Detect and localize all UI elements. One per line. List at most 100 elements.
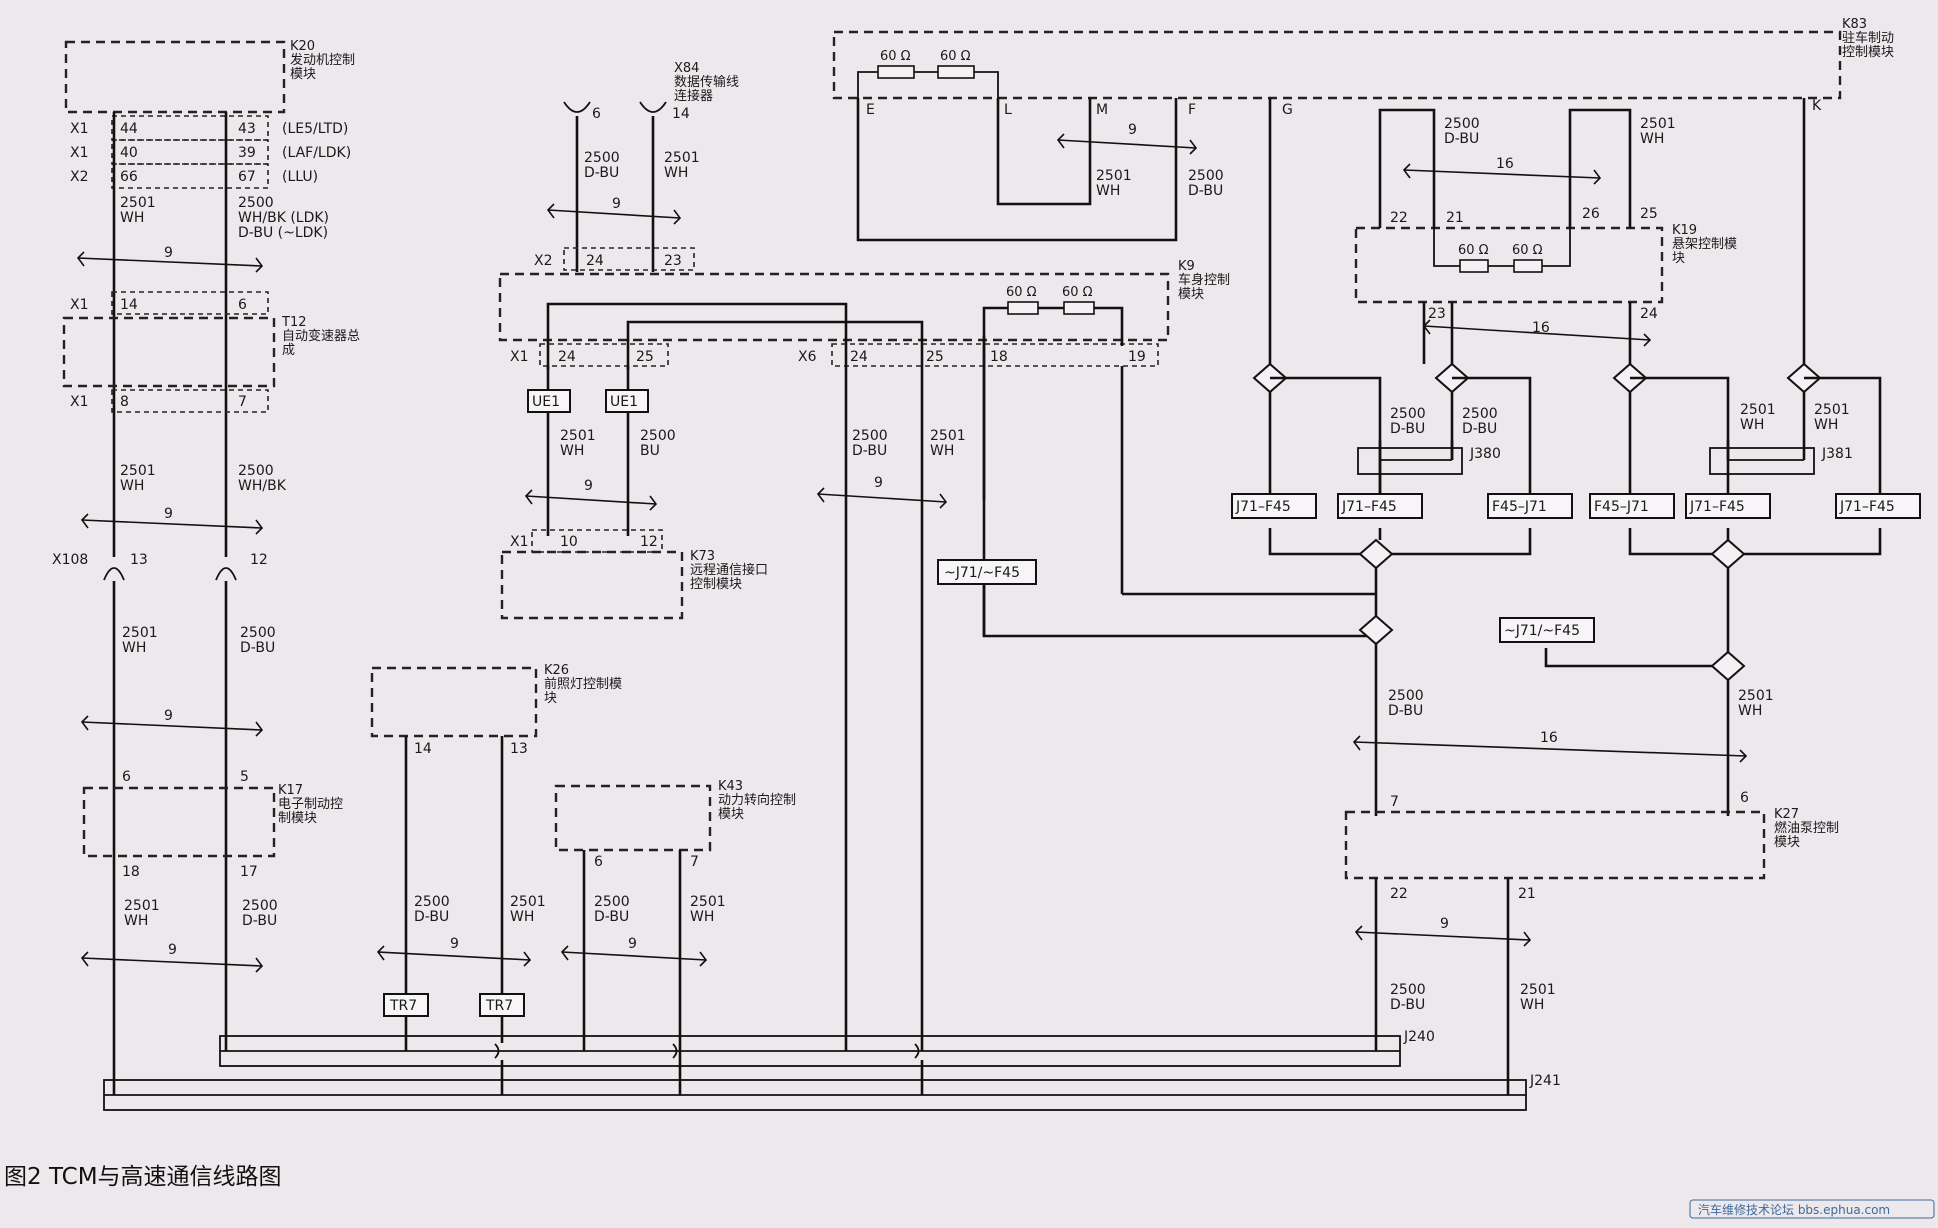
tr7-splice: TR7 TR7 — [383, 993, 525, 1017]
wire-label: 2500 — [640, 428, 676, 444]
k83-pin-f: F — [1188, 102, 1196, 118]
k73-module: X1 10 12 K73 远程通信接口 控制模块 — [500, 529, 768, 620]
k9-x6-pin-a: 24 — [850, 349, 868, 365]
k20-connector-rows: X1 44 43 (LE5/LTD) X1 40 39 (LAF/LDK) X2… — [70, 115, 351, 189]
k43-module: K43 动力转向控制 模块 6 7 — [554, 779, 796, 870]
wire-label: 2501 — [124, 898, 160, 914]
x84-name-1: 数据传输线 — [674, 74, 739, 90]
wire-label: 2500 — [1388, 688, 1424, 704]
wire-label: WH/BK — [238, 478, 287, 494]
k27-name-2: 模块 — [1774, 835, 1800, 850]
k19-name-1: 悬架控制模 — [1672, 237, 1737, 252]
wire-label: 2501 — [120, 195, 156, 211]
wire-label: 2501 — [122, 625, 158, 641]
t12-bot-conn: X1 — [70, 394, 89, 410]
k9-x2-label: X2 — [534, 253, 553, 269]
k9-x6-pin-b: 25 — [926, 349, 944, 365]
k9-x2-pin-b: 23 — [664, 253, 682, 269]
k9-x6-label: X6 — [798, 349, 817, 365]
k26-name-2: 块 — [544, 691, 557, 706]
wire-label: WH — [560, 443, 584, 459]
wire-label: 2500 — [1390, 406, 1426, 422]
wire-label: WH — [124, 913, 148, 929]
k83-pin-e: E — [866, 102, 875, 118]
wire-label: D-BU — [1390, 997, 1425, 1013]
k9-x2-pin-a: 24 — [586, 253, 604, 269]
ue1-splice: UE1 UE1 — [527, 366, 649, 536]
twisted-pair-marker: 9 — [816, 475, 948, 509]
wire-label: 2501 — [930, 428, 966, 444]
wire-label: 2501 — [1814, 402, 1850, 418]
k83-name-1: 驻车制动 — [1842, 30, 1894, 46]
t12-bot-pin-b: 7 — [238, 394, 247, 410]
wire-label: D-BU — [414, 909, 449, 925]
x84-name-2: 连接器 — [674, 88, 713, 104]
k73-name-2: 控制模块 — [690, 577, 742, 592]
t12-name-1: 自动变速器总 — [282, 328, 360, 344]
k43-pin-a: 6 — [594, 854, 603, 870]
twisted-pair-marker: 16 — [1352, 730, 1748, 763]
t12-top-conn: X1 — [70, 297, 89, 313]
twisted-pair-marker: 9 — [1354, 916, 1532, 947]
x84-pin-b: 14 — [672, 106, 690, 122]
wire-label: D-BU — [594, 909, 629, 925]
k17-code: K17 — [278, 783, 303, 798]
k20-name-2: 模块 — [290, 67, 316, 82]
k20-row3-pin-a: 66 — [120, 169, 138, 185]
wire-label: 2500 — [414, 894, 450, 910]
ue1-label: UE1 — [610, 394, 638, 410]
option-label: J71–F45 — [1341, 499, 1397, 515]
wire-label: 2501 — [664, 150, 700, 166]
twisted-pair-marker: 9 — [80, 942, 264, 973]
wire-label: WH — [664, 165, 688, 181]
k43-name-2: 模块 — [718, 807, 744, 822]
wire-label: 2500 — [1188, 168, 1224, 184]
wire-label: 2500 — [584, 150, 620, 166]
twist-count: 16 — [1496, 156, 1514, 172]
wire-label: WH — [930, 443, 954, 459]
k20-row2-conn: X1 — [70, 145, 89, 161]
wire-label: 2500 — [242, 898, 278, 914]
wire-label: 2500 — [238, 463, 274, 479]
wire-label: BU — [640, 443, 660, 459]
wire-label: 2500 — [1444, 116, 1480, 132]
k73-pin-b: 12 — [640, 534, 658, 550]
option-label: ~J71/~F45 — [1504, 623, 1580, 639]
option-box-row: J71–F45 J71–F45 F45–J71 F45–J71 J71–F45 … — [1231, 493, 1921, 643]
k26-name-1: 前照灯控制模 — [544, 676, 622, 692]
ue1-label: UE1 — [532, 394, 560, 410]
option-label: J71–F45 — [1235, 499, 1291, 515]
wire-label: D-BU — [1388, 703, 1423, 719]
k27-pin-6: 6 — [1740, 790, 1749, 806]
wire-label: 2500 — [594, 894, 630, 910]
twisted-pair-marker: 9 — [80, 708, 264, 737]
wire-label: 2501 — [510, 894, 546, 910]
x108-pin-a: 13 — [130, 552, 148, 568]
k20-row3-pin-b: 67 — [238, 169, 256, 185]
wire-label: 2501 — [1096, 168, 1132, 184]
k17-name-2: 制模块 — [278, 811, 317, 826]
figure-caption: 图2 TCM与高速通信线路图 — [4, 1164, 282, 1190]
k17-in-pin-a: 6 — [122, 769, 131, 785]
splice-bus-j240: J240 — [219, 1029, 1435, 1067]
k19-pin-23: 23 — [1428, 306, 1446, 322]
option-label: F45–J71 — [1492, 499, 1547, 515]
wire-label: D-BU — [1462, 421, 1497, 437]
twist-count: 9 — [1128, 122, 1137, 138]
left-column-wires — [103, 112, 237, 1095]
k83-pin-l: L — [1004, 102, 1012, 118]
k20-row3-conn: X2 — [70, 169, 89, 185]
resistor-value: 60 Ω — [1006, 285, 1037, 300]
wire-label: 2501 — [1640, 116, 1676, 132]
twisted-pair-marker: 9 — [524, 478, 658, 511]
wire-label: WH — [1096, 183, 1120, 199]
wire-label: D-BU — [240, 640, 275, 656]
k20-code: K20 — [290, 39, 315, 54]
j381-label: J381 — [1821, 446, 1853, 462]
option-label: ~J71/~F45 — [944, 565, 1020, 581]
t12-top-pin-a: 14 — [120, 297, 138, 313]
k73-conn: X1 — [510, 534, 529, 550]
x84-code: X84 — [674, 61, 699, 76]
